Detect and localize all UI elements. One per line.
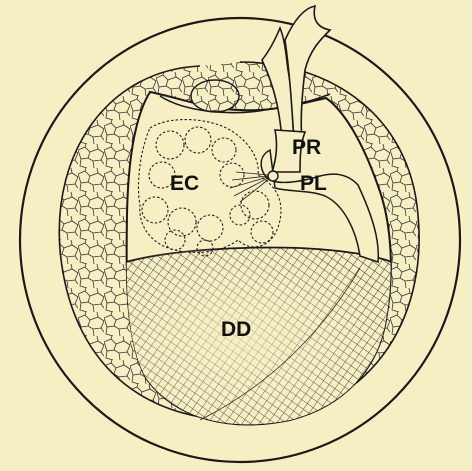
label-dd: DD (221, 318, 251, 341)
label-pl: PL (300, 172, 327, 195)
label-ec: EC (170, 172, 199, 195)
pl-node (268, 171, 278, 181)
label-pr: PR (292, 136, 321, 159)
